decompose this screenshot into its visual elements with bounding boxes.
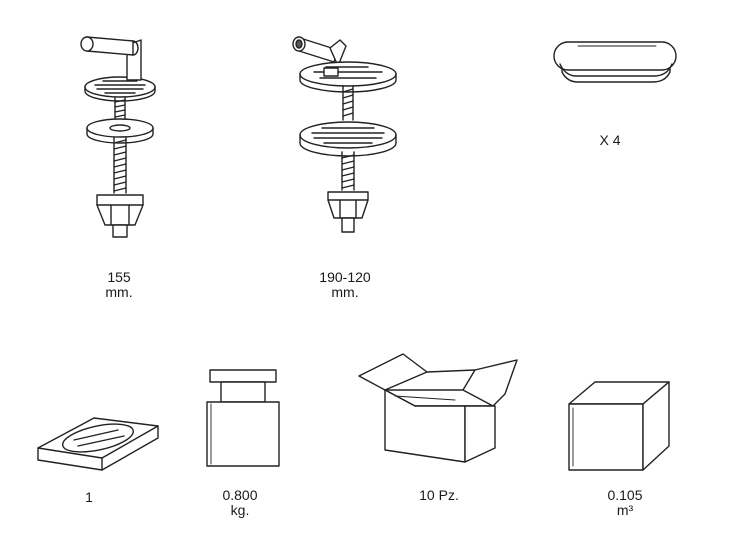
rubber-pad-icon <box>552 38 682 88</box>
closed-box-icon <box>565 378 675 474</box>
weight-icon <box>203 368 283 470</box>
item-label-155: 155 mm. <box>105 269 133 300</box>
item-label-volume: 0.105 m³ <box>607 487 643 518</box>
hinge-bolt-155-icon <box>75 25 165 245</box>
item-label-weight: 0.800 kg. <box>222 487 258 518</box>
item-label-pz: 10 Pz. <box>419 487 459 503</box>
item-label-x4: X 4 <box>599 132 621 148</box>
item-label-190-120: 190-120 mm. <box>319 269 371 300</box>
item-label-1: 1 <box>85 489 93 505</box>
open-box-icon <box>355 350 525 470</box>
seat-plate-icon <box>34 408 164 471</box>
hinge-bolt-adjustable-icon <box>290 28 400 248</box>
